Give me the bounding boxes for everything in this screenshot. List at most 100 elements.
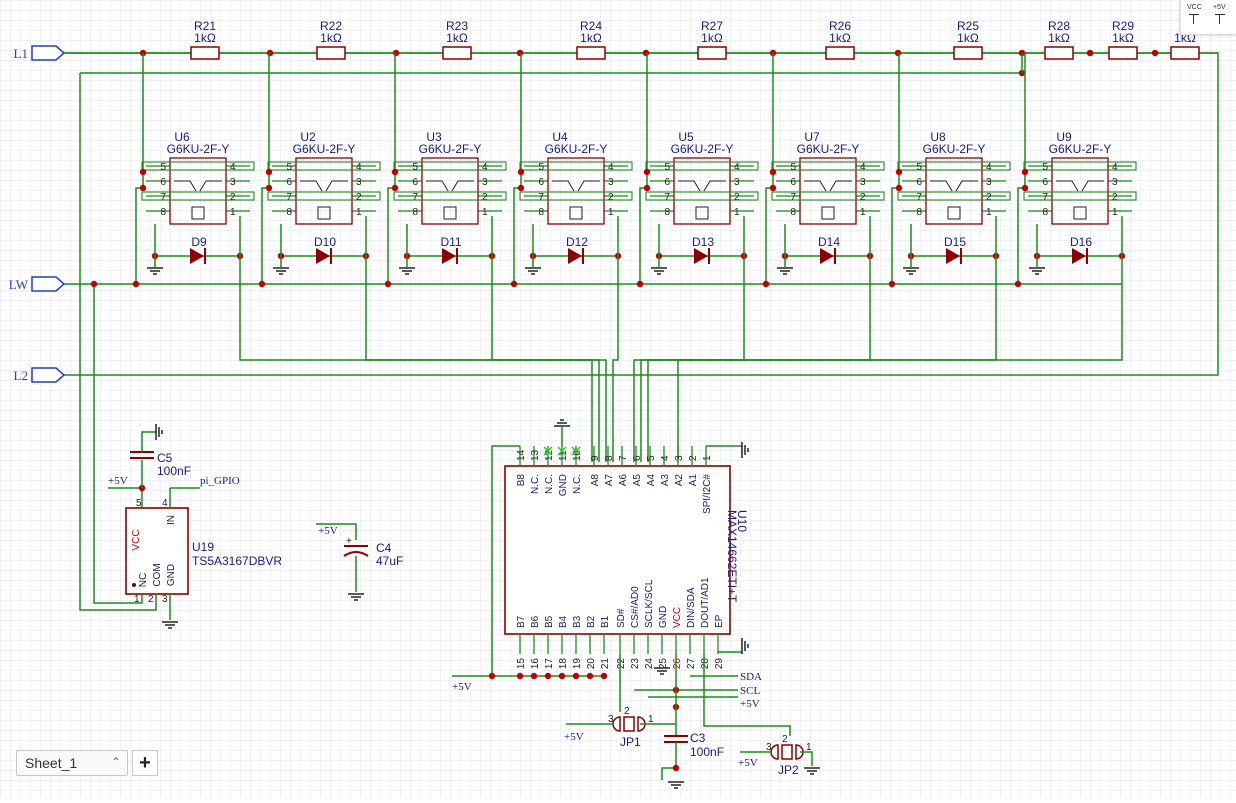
relay-feed-wire — [261, 53, 270, 284]
resistor-body — [316, 46, 346, 60]
wire — [800, 751, 813, 766]
junction-dot — [139, 184, 147, 192]
relay-ref: U9 — [1056, 130, 1072, 144]
junction-dot — [265, 184, 273, 192]
ground-icon — [155, 424, 163, 440]
relay-contact-icon — [829, 180, 852, 192]
resistor-value: 1kΩ — [320, 31, 342, 45]
relay-body — [295, 157, 353, 225]
ic-pin-num: 20 — [586, 658, 597, 670]
relay-rail — [645, 191, 759, 201]
ic-pin-num: 22 — [616, 658, 627, 670]
ground-icon — [273, 267, 289, 275]
relay-pin-num: 3 — [482, 177, 488, 188]
relay-rail — [267, 161, 381, 171]
cap-value: 47uF — [376, 554, 403, 568]
ground-icon — [903, 267, 919, 275]
plus5v-symbol-icon[interactable] — [1215, 14, 1225, 25]
vcc-symbol-icon[interactable] — [1189, 14, 1199, 25]
ic-pin-num: 14 — [516, 449, 527, 461]
junction-dot — [132, 280, 140, 288]
jumper-pin-num: 1 — [648, 714, 654, 725]
ic-pin-num: 12 — [544, 449, 555, 461]
relay-body — [547, 157, 605, 225]
junction-dot — [642, 49, 650, 57]
relay-pin-num: 5 — [160, 162, 166, 173]
relay-pin-num: 6 — [916, 177, 922, 188]
ground-icon — [741, 638, 749, 654]
relay-contact-icon — [552, 180, 575, 192]
ic-pin-name: B6 — [530, 615, 541, 628]
resistor-ref: R27 — [701, 19, 723, 33]
wire — [661, 742, 677, 780]
junction-dot — [769, 184, 777, 192]
ic-pin-name: SCLK/SCL — [644, 579, 655, 628]
add-sheet-button[interactable]: + — [132, 750, 158, 776]
relay-rail — [519, 161, 633, 171]
relay-pin-num: 4 — [860, 162, 866, 173]
diode-icon — [820, 248, 834, 264]
relay-pin-num: 2 — [986, 192, 992, 203]
relay-pin-num: 4 — [356, 162, 362, 173]
jumper-pad-icon — [781, 744, 793, 760]
cap-ref: C5 — [157, 451, 173, 465]
diode-ref: D16 — [1070, 235, 1092, 249]
relay-feed-wire — [1017, 53, 1026, 284]
relay-feed-wire — [639, 53, 648, 284]
wire — [316, 523, 357, 540]
junction-dot — [558, 672, 566, 680]
port-lw — [31, 276, 66, 292]
port-flag-icon — [31, 367, 66, 383]
resistor-body — [190, 46, 220, 60]
jumper-ref: JP1 — [620, 735, 641, 749]
relay-ref: U4 — [552, 130, 568, 144]
relay-pin-num: 2 — [608, 192, 614, 203]
diode-ref: D11 — [440, 235, 461, 249]
polarity-icon: + — [346, 536, 352, 547]
cap-ref: C3 — [690, 731, 706, 745]
ic-pin-num: 2 — [688, 455, 699, 461]
cap-ref: C4 — [376, 541, 392, 555]
relay-rail — [1023, 161, 1137, 171]
relay-pin-num: 7 — [538, 192, 544, 203]
ic-pin-num: 29 — [714, 658, 725, 670]
pin1-marker-icon — [132, 583, 136, 587]
chevron-up-icon[interactable]: ⌃ — [110, 755, 121, 769]
resistor-body — [1044, 46, 1074, 60]
junction-dot — [1021, 184, 1029, 192]
ic-pin-num: 26 — [672, 658, 683, 670]
ground-icon — [804, 767, 820, 775]
junction-dot — [391, 168, 399, 176]
relay-pin-num: 5 — [286, 162, 292, 173]
port-label: L2 — [14, 368, 28, 383]
relay-pin-num: 3 — [356, 177, 362, 188]
relay-pin-num: 1 — [608, 207, 614, 218]
ic-pin-name: CS#/AD0 — [630, 586, 641, 628]
ic-ref: U19 — [192, 540, 214, 554]
relay-body — [799, 157, 857, 225]
relay-pin-num: 3 — [608, 177, 614, 188]
resistor-body — [697, 46, 727, 60]
power-symbol-palette[interactable]: VCC +5V — [1180, 0, 1236, 35]
ic-pin-num: 23 — [630, 658, 641, 670]
relay-coil-icon — [443, 206, 457, 220]
jumper-jp2 — [770, 744, 804, 760]
relay-ref: U7 — [804, 130, 820, 144]
relay-contact-icon — [804, 180, 827, 192]
relay-rail — [519, 191, 633, 201]
resistor-value: 1kΩ — [701, 31, 723, 45]
jumper-ref: JP2 — [778, 763, 799, 777]
ic-pin-name: A2 — [674, 474, 685, 487]
junction-dot — [258, 280, 266, 288]
net-label-5v: +5V — [108, 475, 128, 487]
junction-dot — [517, 168, 525, 176]
ic-pin-name: B2 — [586, 615, 597, 628]
ic-pin-num: 3 — [674, 455, 685, 461]
ic-u10-body — [504, 465, 731, 635]
sheet-tab[interactable]: Sheet_1 ⌃ — [16, 750, 128, 776]
junction-dot — [1014, 280, 1022, 288]
resistor-value: 1kΩ — [1112, 31, 1134, 45]
relay-u9 — [1023, 157, 1137, 225]
